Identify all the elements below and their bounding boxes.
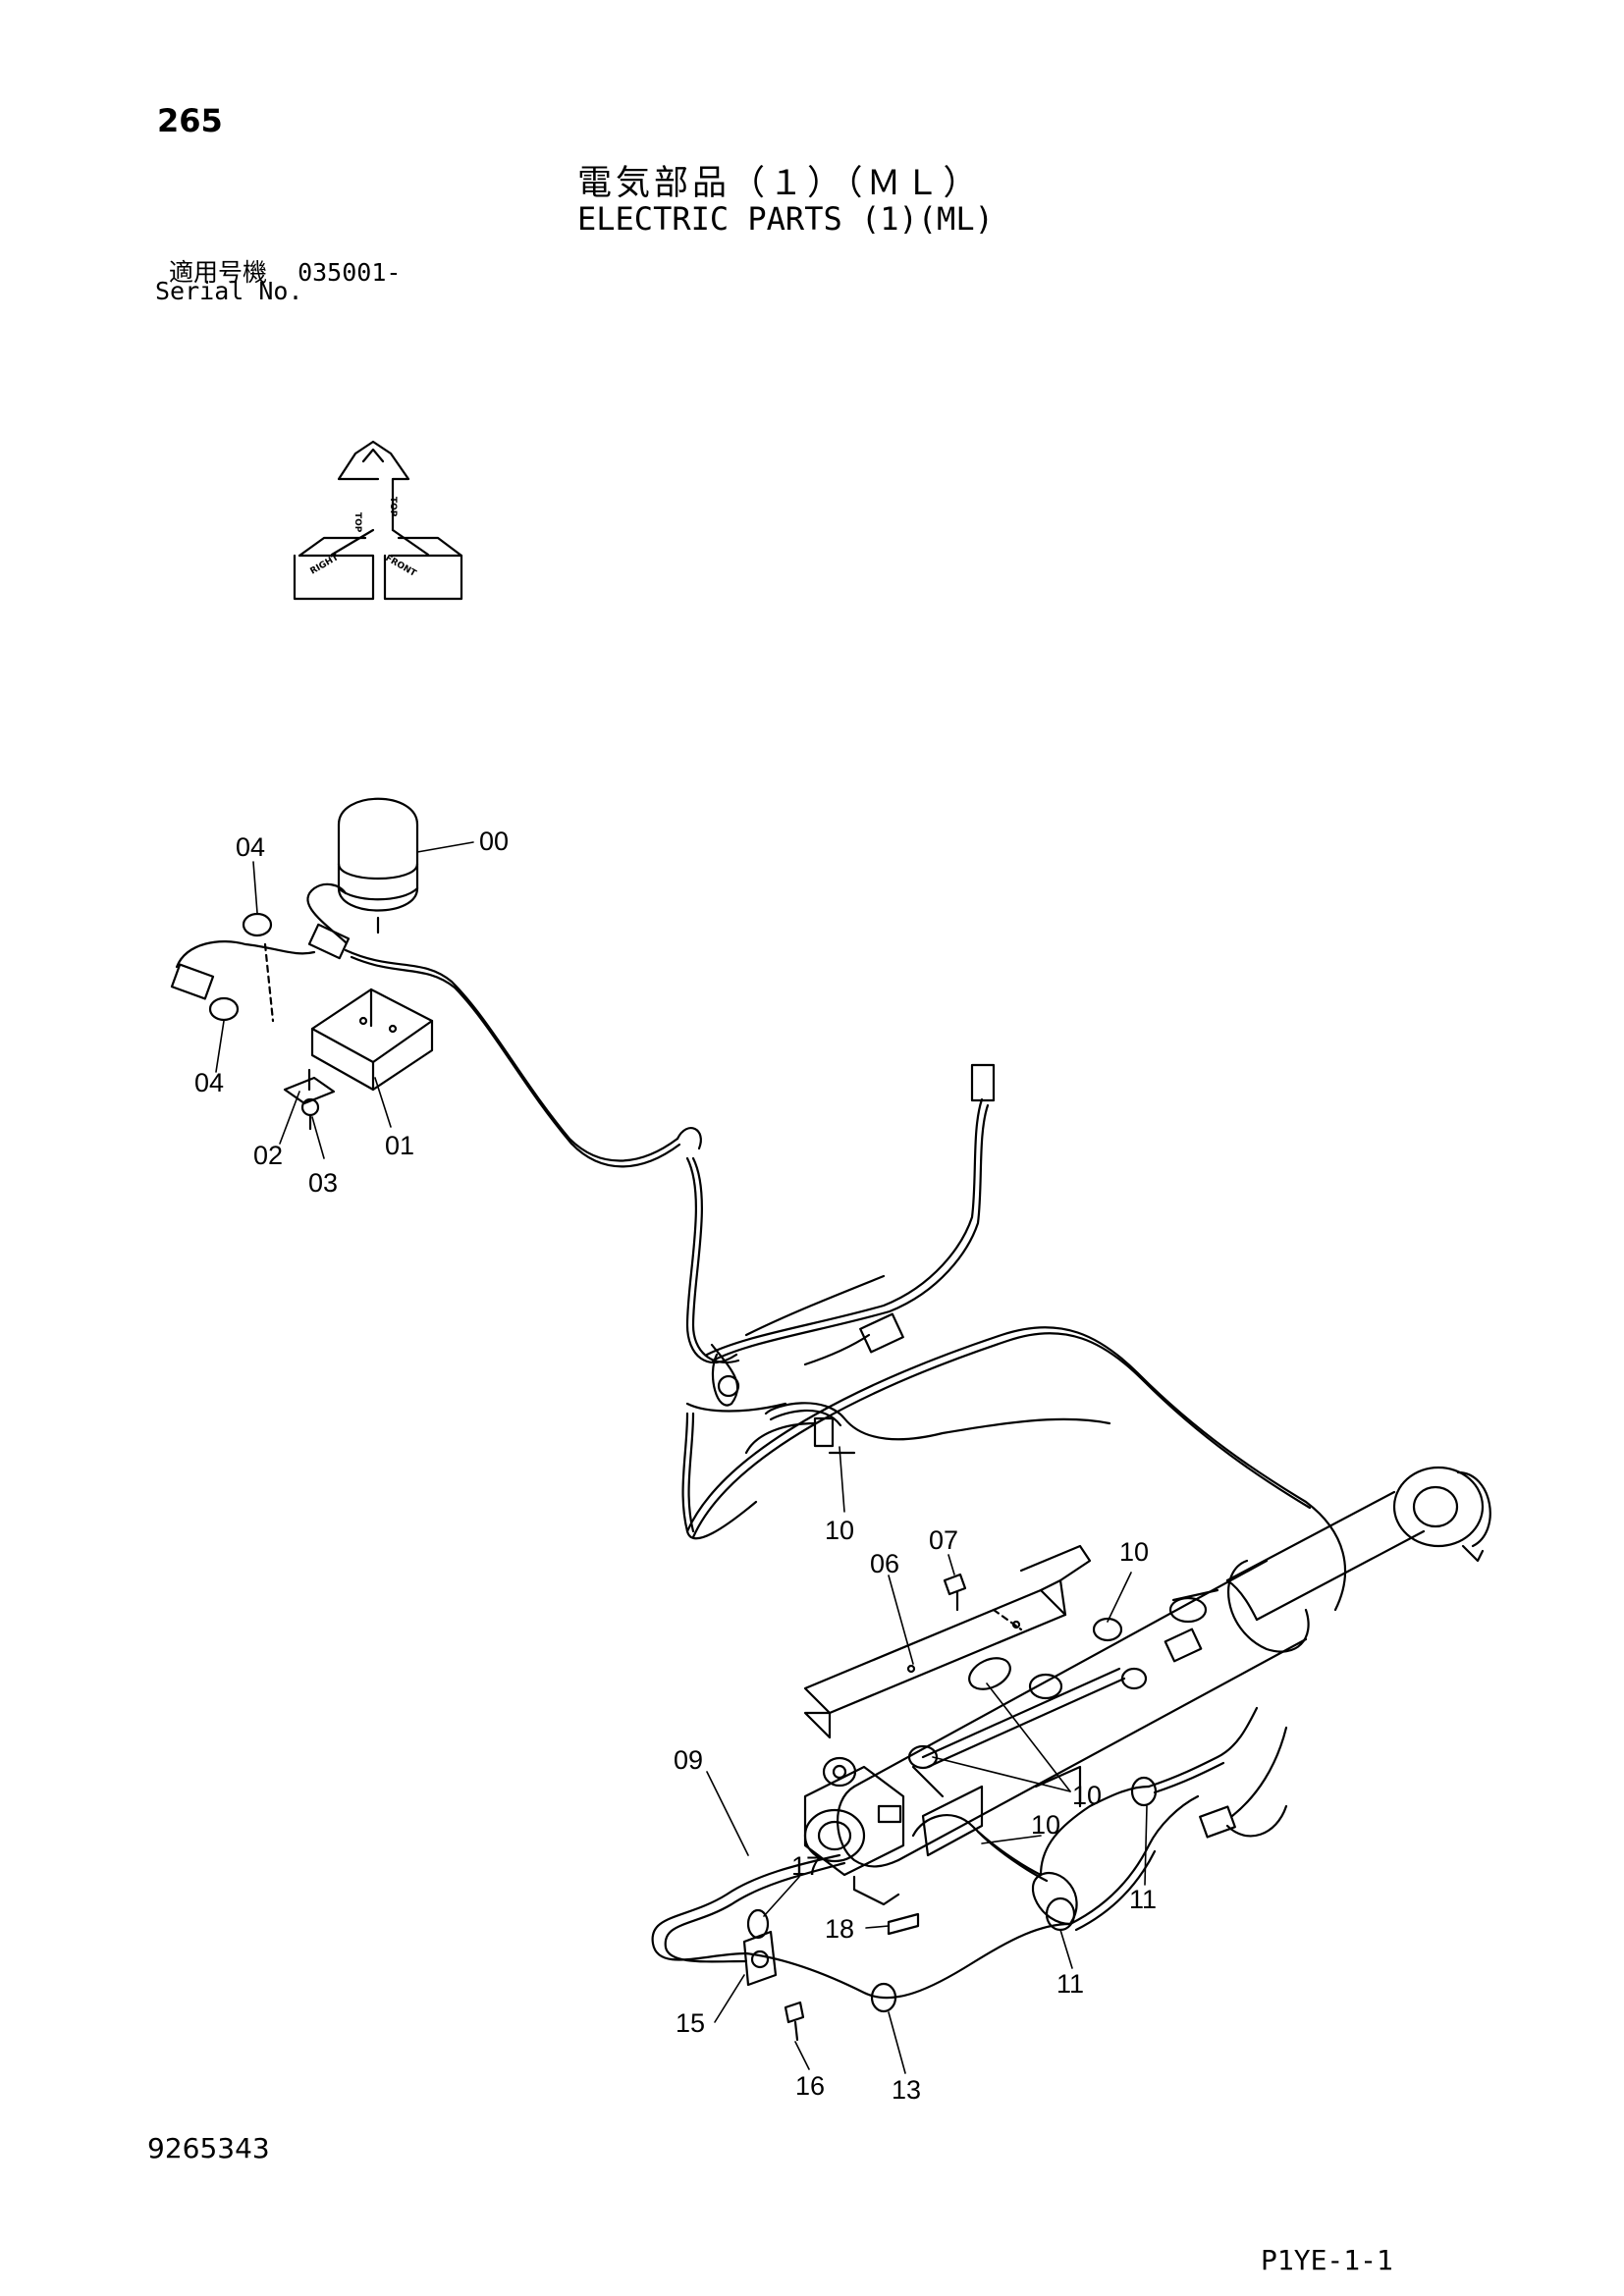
callout-09: 09 bbox=[674, 1745, 703, 1775]
figure-number: 9265343 bbox=[147, 2132, 270, 2164]
boom-harness-lower bbox=[651, 1706, 1288, 2013]
orientation-symbol: TOP TOP FRONT RIGHT bbox=[293, 440, 463, 601]
hydraulic-cylinder bbox=[803, 1466, 1491, 1906]
callout-03: 03 bbox=[308, 1168, 338, 1198]
callout-13: 13 bbox=[892, 2075, 921, 2105]
callout-02: 02 bbox=[253, 1141, 283, 1170]
orientation-top-label-2: TOP bbox=[388, 497, 398, 517]
title-english: ELECTRIC PARTS (1)(ML) bbox=[577, 200, 994, 238]
callout-01: 01 bbox=[385, 1131, 414, 1160]
serial-label-english: Serial No. bbox=[155, 277, 303, 305]
cylinder-clamps bbox=[907, 1617, 1126, 1770]
page-number: 265 bbox=[157, 102, 223, 139]
serial-label-japanese: 適用号機 bbox=[169, 258, 268, 287]
orientation-top-label: TOP bbox=[352, 512, 362, 533]
callout-15: 15 bbox=[676, 2008, 705, 2038]
callout-07: 07 bbox=[929, 1525, 958, 1555]
callout-04-lower: 04 bbox=[194, 1068, 224, 1097]
callout-10-upper: 10 bbox=[825, 1516, 854, 1545]
serial-applicability: 適用号機 035001- bbox=[169, 253, 401, 289]
callout-18: 18 bbox=[825, 1914, 854, 1944]
title-japanese: 電気部品（１）（ＭＬ） bbox=[577, 164, 982, 203]
harness-cover bbox=[803, 1544, 1092, 1739]
callout-16: 16 bbox=[795, 2071, 825, 2101]
lamp-harness bbox=[175, 882, 996, 1540]
harness-branch bbox=[685, 1312, 904, 1413]
callout-10-middle: 10 bbox=[1072, 1781, 1102, 1810]
callout-06: 06 bbox=[870, 1549, 899, 1578]
beacon-lamp bbox=[337, 797, 419, 934]
lower-fittings bbox=[742, 1908, 920, 2042]
callout-17: 17 bbox=[791, 1851, 821, 1881]
orientation-front-label: FRONT bbox=[384, 554, 419, 579]
lamp-bracket bbox=[310, 988, 434, 1092]
callout-10-right: 10 bbox=[1119, 1537, 1149, 1567]
wire-clamps bbox=[208, 912, 275, 1023]
callout-10-lower: 10 bbox=[1031, 1810, 1060, 1840]
serial-value: 035001- bbox=[298, 258, 402, 287]
callout-00: 00 bbox=[479, 827, 509, 856]
page-code: P1YE-1-1 bbox=[1261, 2244, 1393, 2276]
callout-leaders bbox=[215, 841, 1148, 2074]
callout-11-right: 11 bbox=[1129, 1885, 1157, 1914]
callout-04-upper: 04 bbox=[236, 832, 265, 862]
boom-harness-upper bbox=[685, 1326, 1347, 1612]
plate-and-bolt bbox=[283, 1068, 336, 1131]
callout-11-lower: 11 bbox=[1056, 1969, 1084, 1999]
